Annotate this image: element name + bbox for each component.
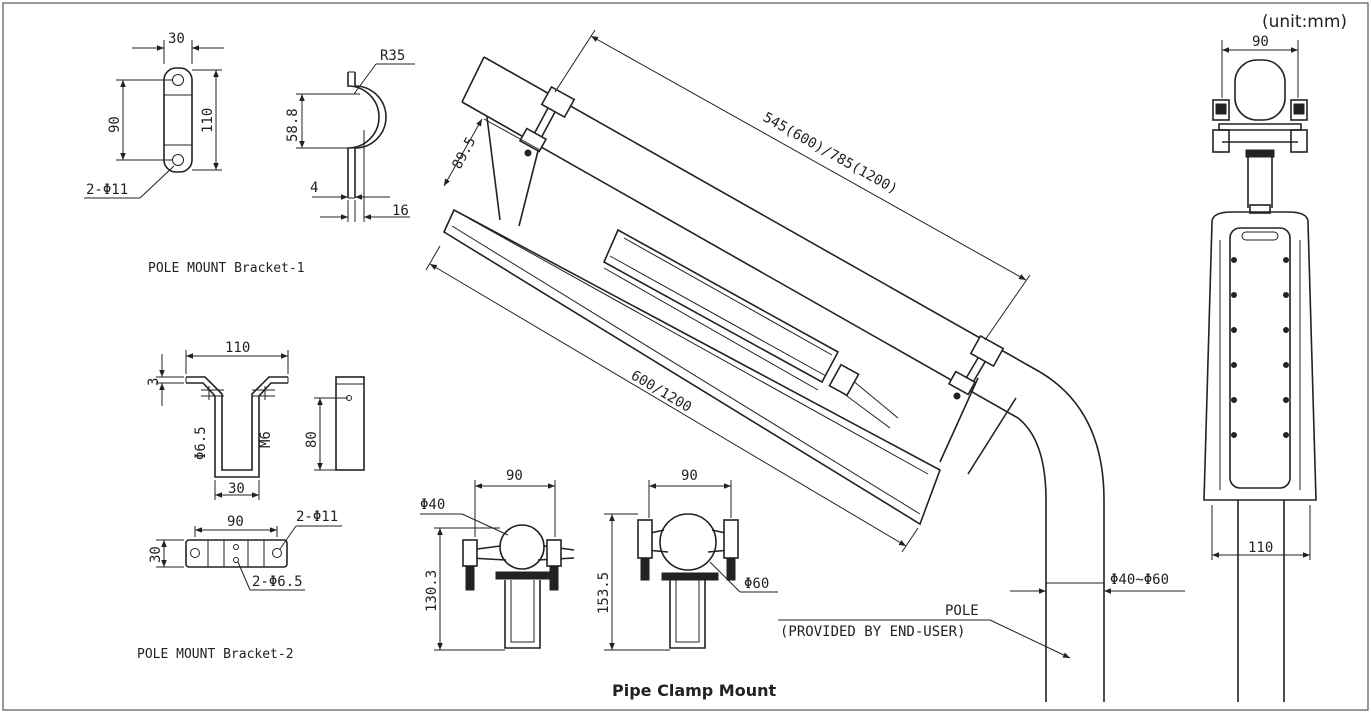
side-dim-bottom: 110 bbox=[1248, 540, 1273, 556]
side-view-drawing bbox=[1203, 40, 1317, 702]
pole-label-line1: POLE bbox=[945, 603, 979, 619]
b1-dim-hole-spacing: 90 bbox=[107, 116, 123, 133]
clamp1-height: 130.3 bbox=[424, 570, 440, 612]
b1-dim-thickness: 4 bbox=[310, 180, 318, 196]
b1-dim-depth: 16 bbox=[392, 203, 409, 219]
bracket-2-caption: POLE MOUNT Bracket-2 bbox=[137, 647, 294, 662]
pole-label-line2: (PROVIDED BY END-USER) bbox=[780, 624, 965, 640]
clamp2-width: 90 bbox=[681, 468, 698, 484]
clamp2-diameter: Φ60 bbox=[744, 576, 769, 592]
b2-dim-bolt: M6 bbox=[258, 431, 274, 448]
main-dim-pole-diameter: Φ40~Φ60 bbox=[1110, 572, 1169, 588]
b2-dim-side-height: 80 bbox=[304, 431, 320, 448]
side-dim-top: 90 bbox=[1252, 34, 1269, 50]
clamp1-width: 90 bbox=[506, 468, 523, 484]
pipe-clamp-2-drawing bbox=[604, 480, 778, 651]
pipe-clamp-1-drawing bbox=[420, 480, 575, 651]
b2-dim-holes-small: 2-Φ6.5 bbox=[252, 574, 303, 590]
b1-dim-height: 58.8 bbox=[285, 108, 301, 142]
main-dim-offset: 89.5 bbox=[449, 135, 479, 172]
b2-dim-top-width: 110 bbox=[225, 340, 250, 356]
unit-note: (unit:mm) bbox=[1262, 12, 1347, 32]
bracket-2-drawing bbox=[156, 350, 365, 591]
b1-dim-radius: R35 bbox=[380, 48, 405, 64]
b1-dim-width: 30 bbox=[168, 31, 185, 47]
main-dim-overall: 545(600)/785(1200) bbox=[760, 110, 900, 198]
b2-dim-holes-large: 2-Φ11 bbox=[296, 509, 338, 525]
bracket-1-caption: POLE MOUNT Bracket-1 bbox=[148, 261, 305, 276]
pipe-clamp-title: Pipe Clamp Mount bbox=[612, 681, 777, 700]
main-assembly-drawing bbox=[425, 29, 1185, 702]
bracket-1-drawing bbox=[84, 40, 415, 222]
b1-dim-holes: 2-Φ11 bbox=[86, 182, 128, 198]
b2-dim-plate-width: 90 bbox=[227, 514, 244, 530]
b2-dim-plate-height: 30 bbox=[148, 546, 164, 563]
b2-dim-flange: 3 bbox=[146, 378, 162, 386]
b1-dim-length: 110 bbox=[200, 108, 216, 133]
b2-dim-hole-small: Φ6.5 bbox=[193, 426, 209, 460]
clamp1-diameter: Φ40 bbox=[420, 497, 445, 513]
clamp2-height: 153.5 bbox=[596, 572, 612, 614]
b2-dim-bottom-width: 30 bbox=[228, 481, 245, 497]
